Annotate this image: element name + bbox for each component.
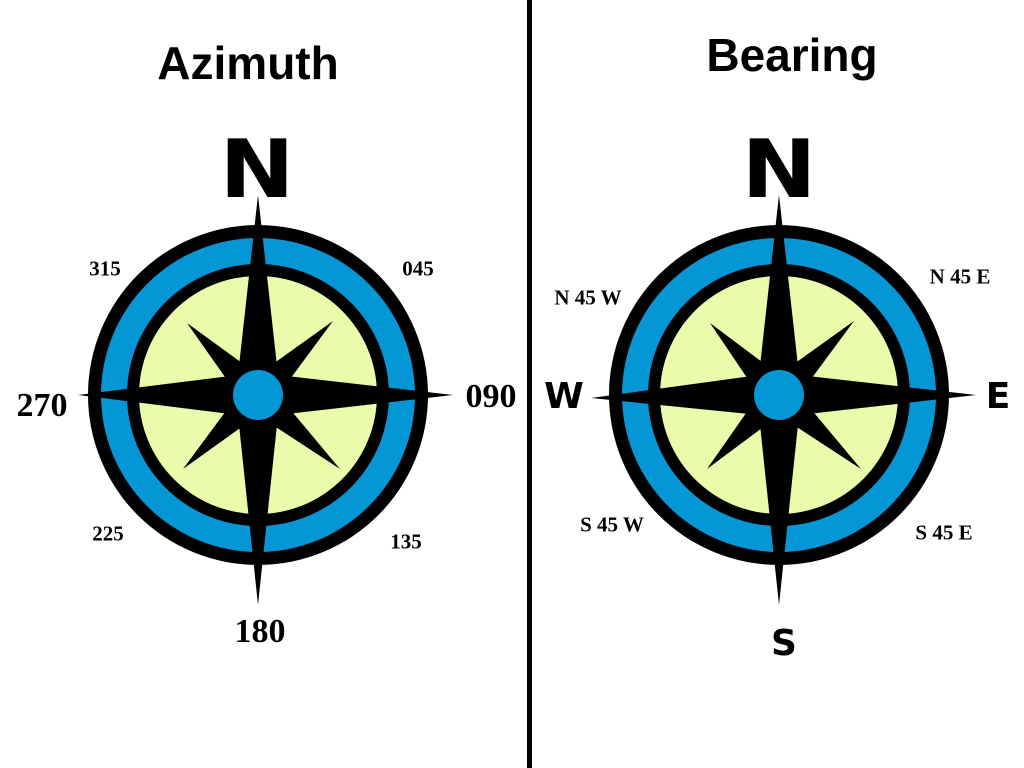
center-hub bbox=[233, 370, 283, 420]
center-hub bbox=[754, 370, 804, 420]
southwest-point bbox=[707, 395, 779, 469]
bearing-compass: N E S W N 45 E N 45 W S 45 E S 45 W bbox=[521, 0, 1024, 768]
north-point bbox=[759, 195, 799, 395]
north-label: N bbox=[219, 123, 295, 216]
azimuth-compass: N 045 090 135 180 225 270 315 bbox=[16, 123, 517, 650]
label-180: 180 bbox=[234, 613, 286, 650]
south-label: S bbox=[771, 623, 797, 664]
south-point bbox=[238, 395, 278, 605]
southeast-point bbox=[779, 395, 861, 469]
east-label: E bbox=[985, 376, 1011, 417]
label-s45e: S 45 E bbox=[915, 520, 973, 545]
label-n45e: N 45 E bbox=[929, 264, 991, 289]
bearing-compass-rose bbox=[591, 195, 976, 605]
label-135: 135 bbox=[390, 529, 422, 554]
label-n45w: N 45 W bbox=[554, 285, 622, 310]
northeast-point bbox=[258, 321, 333, 395]
label-s45w: S 45 W bbox=[580, 512, 644, 537]
east-point bbox=[258, 375, 453, 415]
bearing-title: Bearing bbox=[706, 29, 878, 81]
southwest-point bbox=[183, 395, 258, 469]
azimuth-title: Azimuth bbox=[157, 37, 339, 89]
label-315: 315 bbox=[89, 256, 121, 281]
east-point bbox=[779, 375, 976, 415]
azimuth-compass-rose bbox=[78, 195, 453, 605]
north-label: N bbox=[741, 123, 817, 216]
west-point bbox=[78, 375, 258, 415]
northeast-point bbox=[779, 321, 854, 395]
southeast-point bbox=[258, 395, 340, 469]
south-point bbox=[759, 395, 799, 605]
label-090: 090 bbox=[465, 378, 517, 415]
north-point bbox=[238, 195, 278, 395]
panel-divider bbox=[527, 0, 532, 768]
label-225: 225 bbox=[92, 521, 124, 546]
west-point bbox=[591, 375, 779, 415]
label-045: 045 bbox=[402, 256, 434, 281]
label-270: 270 bbox=[16, 387, 68, 424]
northwest-point bbox=[187, 323, 258, 395]
west-label: W bbox=[544, 376, 584, 417]
